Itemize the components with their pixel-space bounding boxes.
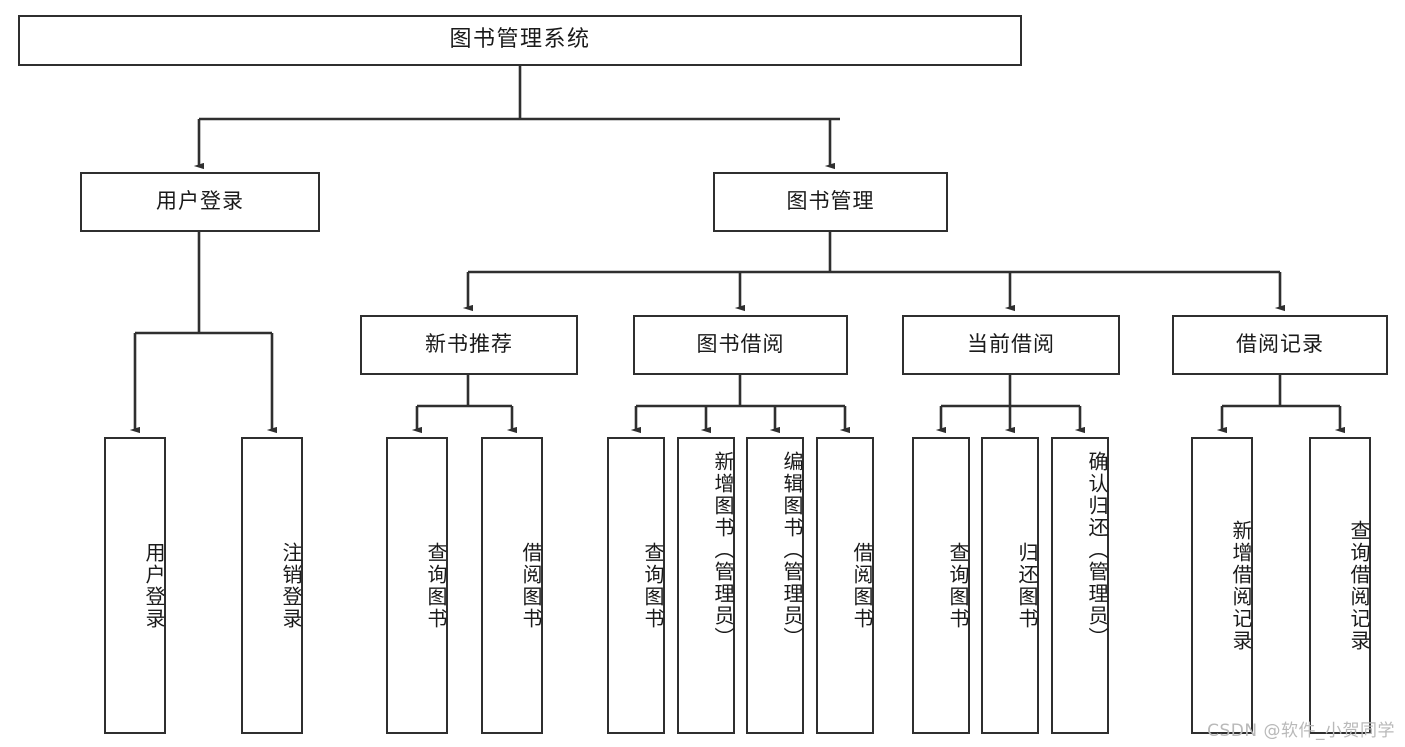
- node-label: 新增图书（管理员）: [711, 451, 735, 649]
- leaf-current-query-book[interactable]: 查询图书: [912, 437, 970, 734]
- leaf-new-book-query[interactable]: 查询图书: [386, 437, 448, 734]
- leaf-current-return-book[interactable]: 归还图书: [981, 437, 1039, 734]
- node-label: 用户登录: [142, 541, 166, 630]
- node-borrow-record[interactable]: 借阅记录: [1172, 315, 1388, 375]
- node-label: 用户登录: [156, 189, 244, 214]
- node-label: 图书管理系统: [449, 27, 591, 53]
- node-label: 查询图书: [641, 541, 665, 630]
- leaf-borrow-borrow-book[interactable]: 借阅图书: [816, 437, 874, 734]
- node-root-system[interactable]: 图书管理系统: [18, 15, 1022, 66]
- node-label: 借阅记录: [1236, 332, 1324, 357]
- leaf-new-book-borrow[interactable]: 借阅图书: [481, 437, 543, 734]
- node-label: 查询借阅记录: [1347, 519, 1371, 652]
- leaf-user-login-logout[interactable]: 注销登录: [241, 437, 303, 734]
- leaf-current-confirm-return-admin[interactable]: 确认归还（管理员）: [1051, 437, 1109, 734]
- leaf-borrow-edit-book-admin[interactable]: 编辑图书（管理员）: [746, 437, 804, 734]
- node-label: 编辑图书（管理员）: [780, 451, 804, 649]
- node-current-borrow[interactable]: 当前借阅: [902, 315, 1120, 375]
- leaf-user-login-login[interactable]: 用户登录: [104, 437, 166, 734]
- node-label: 查询图书: [424, 541, 448, 630]
- node-label: 新书推荐: [425, 332, 513, 357]
- node-label: 确认归还（管理员）: [1085, 451, 1109, 649]
- node-user-login[interactable]: 用户登录: [80, 172, 320, 232]
- leaf-borrow-add-book-admin[interactable]: 新增图书（管理员）: [677, 437, 735, 734]
- node-label: 注销登录: [279, 541, 303, 630]
- node-label: 查询图书: [946, 541, 970, 630]
- node-new-book-recommend[interactable]: 新书推荐: [360, 315, 578, 375]
- node-label: 图书借阅: [696, 332, 785, 357]
- node-book-borrow[interactable]: 图书借阅: [633, 315, 848, 375]
- node-label: 归还图书: [1015, 541, 1039, 630]
- node-label: 图书管理: [786, 189, 875, 214]
- node-label: 借阅图书: [519, 541, 543, 630]
- csdn-watermark: CSDN @软件_小贺同学: [1207, 721, 1395, 741]
- leaf-record-add-record[interactable]: 新增借阅记录: [1191, 437, 1253, 734]
- node-book-management[interactable]: 图书管理: [713, 172, 948, 232]
- node-label: 借阅图书: [850, 541, 874, 630]
- leaf-borrow-query-book[interactable]: 查询图书: [607, 437, 665, 734]
- leaf-record-query-record[interactable]: 查询借阅记录: [1309, 437, 1371, 734]
- node-label: 新增借阅记录: [1229, 519, 1253, 652]
- node-label: 当前借阅: [967, 332, 1055, 357]
